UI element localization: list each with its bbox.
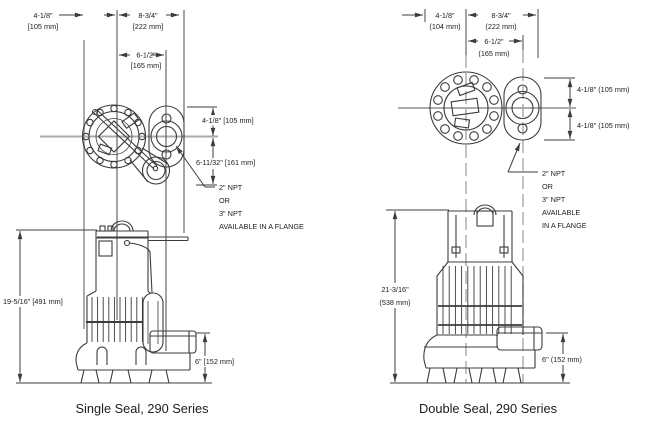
npt-note-line1: 2" NPT	[219, 183, 243, 192]
npt-note-line1: 2" NPT	[542, 169, 566, 178]
npt-note-line2: OR	[219, 196, 230, 205]
dim-discharge-height: 6" [152 mm]	[195, 357, 234, 366]
float-cable	[129, 242, 153, 294]
dim-width-inner-mm: (165 mm)	[478, 49, 509, 58]
npt-note-line4: AVAILABLE IN A FLANGE	[219, 222, 304, 231]
double-side-view	[423, 204, 543, 384]
dim-width-inner-in: 6-1/2"	[484, 37, 504, 46]
float-cable-anchor	[123, 239, 131, 247]
double-seal-caption: Double Seal, 290 Series	[419, 401, 557, 416]
dim-width-left-in: 4-1/8"	[435, 11, 455, 20]
cooling-ribs	[442, 266, 512, 334]
dim-height-overall-in: 21-3/16"	[381, 285, 409, 294]
motor-bolt-circles	[433, 75, 499, 141]
discharge-flange	[503, 76, 542, 141]
npt-note-line4: AVAILABLE	[542, 208, 580, 217]
double-centerlines	[398, 9, 576, 383]
pump-feet	[80, 369, 170, 384]
dim-width-left-mm: (104 mm)	[429, 22, 460, 31]
dim-width-overall-in: 8-3/4"	[491, 11, 511, 20]
discharge-flange	[148, 105, 185, 168]
dim-width-inner-mm: [165 mm]	[131, 61, 161, 70]
single-side-view	[75, 220, 197, 384]
dim-flange-bottom: 4-1/8" (105 mm)	[577, 121, 629, 130]
dim-width-left-in: 4-1/8"	[33, 11, 53, 20]
pump-feet	[426, 367, 522, 384]
dim-height-overall: 19-5/16" [491 mm]	[3, 297, 63, 306]
single-dimensions: 4-1/8" [105 mm] 8-3/4" [222 mm] 6-1/2" […	[1, 11, 262, 384]
dim-flange-bottom: 6-11/32" [161 mm]	[196, 158, 255, 167]
dim-width-left-mm: [105 mm]	[28, 22, 58, 31]
single-seal-caption: Single Seal, 290 Series	[75, 401, 208, 416]
dim-discharge-height: 6" (152 mm)	[542, 355, 582, 364]
dim-width-inner-in: 6-1/2"	[136, 51, 156, 60]
double-npt-note: 2" NPT OR 3" NPT AVAILABLE IN A FLANGE	[542, 169, 587, 230]
discharge-outlet	[496, 326, 543, 351]
cooling-ribs	[91, 297, 143, 342]
dim-flange-top: 4-1/8" (105 mm)	[577, 85, 629, 94]
single-top-view	[81, 104, 185, 185]
double-dimensions: 4-1/8" (104 mm) 8-3/4" (222 mm) 6-1/2" (…	[375, 11, 629, 384]
double-top-view	[429, 71, 542, 145]
dim-flange-top: 4-1/8" [105 mm]	[202, 116, 254, 125]
npt-note-line3: 3" NPT	[219, 209, 243, 218]
dim-width-overall-mm: [222 mm]	[133, 22, 163, 31]
dim-width-overall-mm: (222 mm)	[485, 22, 516, 31]
npt-note-line5: IN A FLANGE	[542, 221, 587, 230]
discharge-outlet	[149, 330, 197, 354]
float-switch	[142, 292, 164, 353]
npt-note-line3: 3" NPT	[542, 195, 566, 204]
single-seal-diagram: 4-1/8" [105 mm] 8-3/4" [222 mm] 6-1/2" […	[1, 10, 304, 416]
npt-note-line2: OR	[542, 182, 553, 191]
dim-width-overall-in: 8-3/4"	[138, 11, 158, 20]
dim-height-overall-mm: (538 mm)	[379, 298, 410, 307]
double-seal-diagram: 4-1/8" (104 mm) 8-3/4" (222 mm) 6-1/2" (…	[375, 9, 629, 416]
single-npt-note: 2" NPT OR 3" NPT AVAILABLE IN A FLANGE	[219, 183, 304, 231]
